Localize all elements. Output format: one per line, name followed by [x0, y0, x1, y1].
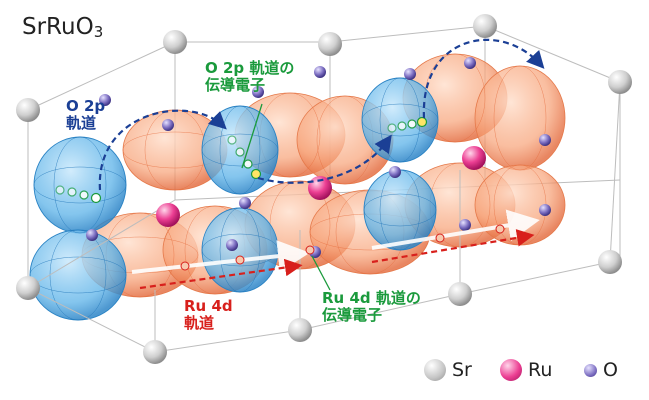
ru-4d-electron-trails	[131, 209, 540, 274]
legend-item-o: O	[584, 357, 618, 383]
legend-item-ru: Ru	[500, 357, 552, 383]
ru-4d-hopping-path	[139, 229, 535, 290]
callout-leaders	[241, 103, 331, 291]
o-2p-hopping-path	[98, 38, 545, 191]
sr-atom-icon	[424, 359, 446, 381]
o-2p-electron-label: O 2p 軌道の 伝導電子	[205, 59, 295, 95]
o-2p-electron-trails	[55, 116, 428, 204]
legend-label-o: O	[603, 359, 618, 381]
o-2p-orbital-mesh	[29, 77, 439, 321]
ru-4d-orbital-label: Ru 4d 軌道	[184, 297, 233, 333]
sr-atoms	[16, 14, 632, 364]
ru-atoms	[156, 146, 486, 227]
o-2p-orbital-label: O 2p 軌道	[66, 97, 106, 133]
o-atoms	[86, 57, 551, 258]
legend-label-sr: Sr	[452, 359, 472, 381]
legend-item-sr: Sr	[424, 357, 472, 383]
ru-4d-electron-label: Ru 4d 軌道の 伝導電子	[322, 289, 421, 325]
ru-4d-orbital-lobes	[81, 53, 566, 298]
o-atom-icon	[584, 363, 597, 377]
ru-atom-icon	[500, 359, 522, 381]
legend-label-ru: Ru	[528, 359, 553, 381]
compound-title: SrRuO3	[22, 14, 104, 41]
